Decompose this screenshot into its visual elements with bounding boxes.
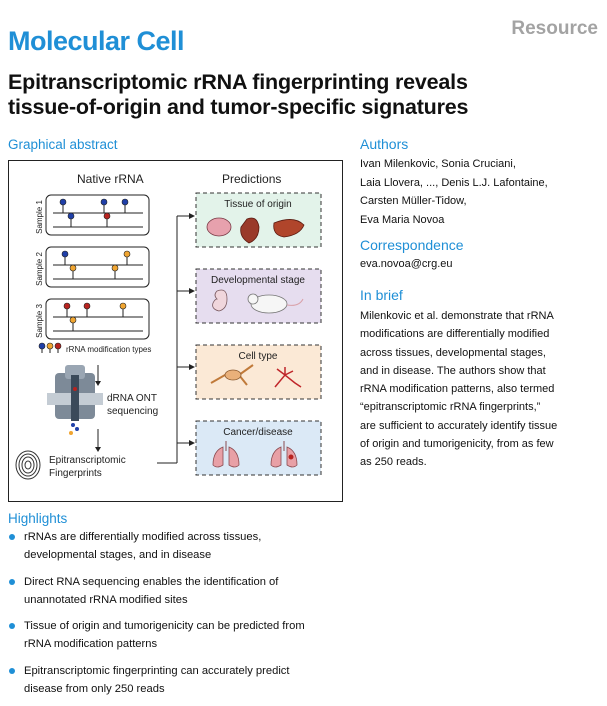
graphical-abstract-svg: Native rRNA Predictions Sample 1 Sample … [15,172,322,480]
neuron-icon [274,367,302,388]
sample-1-label: Sample 1 [35,200,44,234]
authors-line-1: Ivan Milenkovic, Sonia Cruciani, [360,158,516,170]
nanopore-illustration [47,365,103,435]
native-rrna-label: Native rRNA [77,172,144,186]
embryo-icon [212,289,228,312]
lungs-icon-2 [270,441,298,468]
mod-types-label: rRNA modification types [66,345,151,354]
heart-icon [240,217,260,244]
bullet-icon [9,623,15,629]
article-title-line-1: Epitranscriptomic rRNA fingerprinting re… [8,70,468,94]
bullet-icon [9,667,15,674]
fingerprints-label-1: Epitranscriptomic [49,455,126,466]
sample-2-label: Sample 2 [35,252,44,286]
authors-list: Ivan Milenkovic, Sonia Cruciani, Laia Ll… [360,155,600,229]
bullet-icon [9,578,15,585]
highlight-line: rRNA modification patterns [24,638,158,650]
highlight-line: Tissue of origin and tumorigenicity can … [24,620,305,632]
highlight-line: disease from only 250 reads [24,682,165,695]
authors-line-3: Carsten Müller-Tidow, [360,195,467,207]
in-brief-line: across tissues, developmental stages, [360,346,546,359]
highlights-heading: Highlights [8,511,68,526]
sample-panel-2: Sample 2 [35,246,150,288]
brain-icon [206,217,232,237]
drna-label-2: sequencing [107,406,158,417]
highlight-line: Direct RNA sequencing enables the identi… [24,575,279,588]
in-brief-line: are sufficient to accurately identify ti… [360,419,558,432]
article-title: Epitranscriptomic rRNA fingerprinting re… [8,70,598,120]
tissue-of-origin-label: Tissue of origin [224,199,291,210]
highlight-item: Tissue of origin and tumorigenicity can … [8,617,348,653]
article-type-label: Resource [511,18,598,39]
in-brief-line: “epitranscriptomic rRNA fingerprints,” [360,401,541,414]
in-brief-line: of origin and tumorigenicity, from as fe… [360,438,554,451]
in-brief-line: modifications are differentially modifie… [360,328,550,341]
highlight-item: rRNAs are differentially modified across… [8,528,348,564]
in-brief-line: Milenkovic et al. demonstrate that rRNA [360,310,554,322]
prediction-box-cell-type: Cell type [195,344,322,400]
in-brief-heading: In brief [360,287,403,303]
fingerprints-label-2: Fingerprints [49,468,102,479]
highlight-line: developmental stages, and in disease [24,549,212,561]
highlight-line: rRNAs are differentially modified across… [24,531,262,543]
journal-title: Molecular Cell [8,26,185,56]
authors-heading: Authors [360,136,409,152]
correspondence-email[interactable]: eva.novoa@crg.eu [360,258,453,270]
highlight-line: Epitranscriptomic fingerprinting can acc… [24,664,290,677]
cell-type-label: Cell type [239,351,278,362]
authors-line-4: Eva Maria Novoa [360,213,445,226]
bullet-icon [9,534,15,540]
graphical-abstract-figure: Native rRNA Predictions Sample 1 Sample … [8,160,343,502]
prediction-box-cancer: Cancer/disease [195,420,322,476]
highlights-list: rRNAs are differentially modified across… [8,528,348,706]
fingerprint-icon [15,450,41,480]
authors-line-2: Laia Llovera, ..., Denis L.J. Lafontaine… [360,176,548,189]
highlight-item: Direct RNA sequencing enables the identi… [8,573,348,609]
drna-label-1: dRNA ONT [107,393,157,404]
prediction-box-tissue: Tissue of origin [195,192,322,248]
developmental-stage-label: Developmental stage [211,275,305,286]
liver-icon [273,219,305,238]
article-title-line-2: tissue-of-origin and tumor-specific sign… [8,95,469,119]
in-brief-line: and in disease. The authors show that [360,364,546,377]
lungs-icon-1 [212,441,240,468]
sample-panel-3: Sample 3 [35,298,150,340]
cancer-disease-label: Cancer/disease [223,427,293,438]
mod-types-legend: rRNA modification types [38,342,151,354]
prediction-connector [157,215,190,464]
highlight-line: unannotated rRNA modified sites [24,593,188,606]
graphical-abstract-heading: Graphical abstract [8,137,118,152]
in-brief-line: as 250 reads. [360,456,427,469]
in-brief-line: rRNA modification patterns, also termed [360,383,555,396]
predictions-label: Predictions [222,172,281,186]
in-brief-text: Milenkovic et al. demonstrate that rRNA … [360,307,600,472]
sample-panel-1: Sample 1 [35,194,150,236]
prediction-box-developmental: Developmental stage [195,268,322,324]
sample-3-label: Sample 3 [35,304,44,338]
highlight-item: Epitranscriptomic fingerprinting can acc… [8,662,348,698]
correspondence-heading: Correspondence [360,237,464,253]
